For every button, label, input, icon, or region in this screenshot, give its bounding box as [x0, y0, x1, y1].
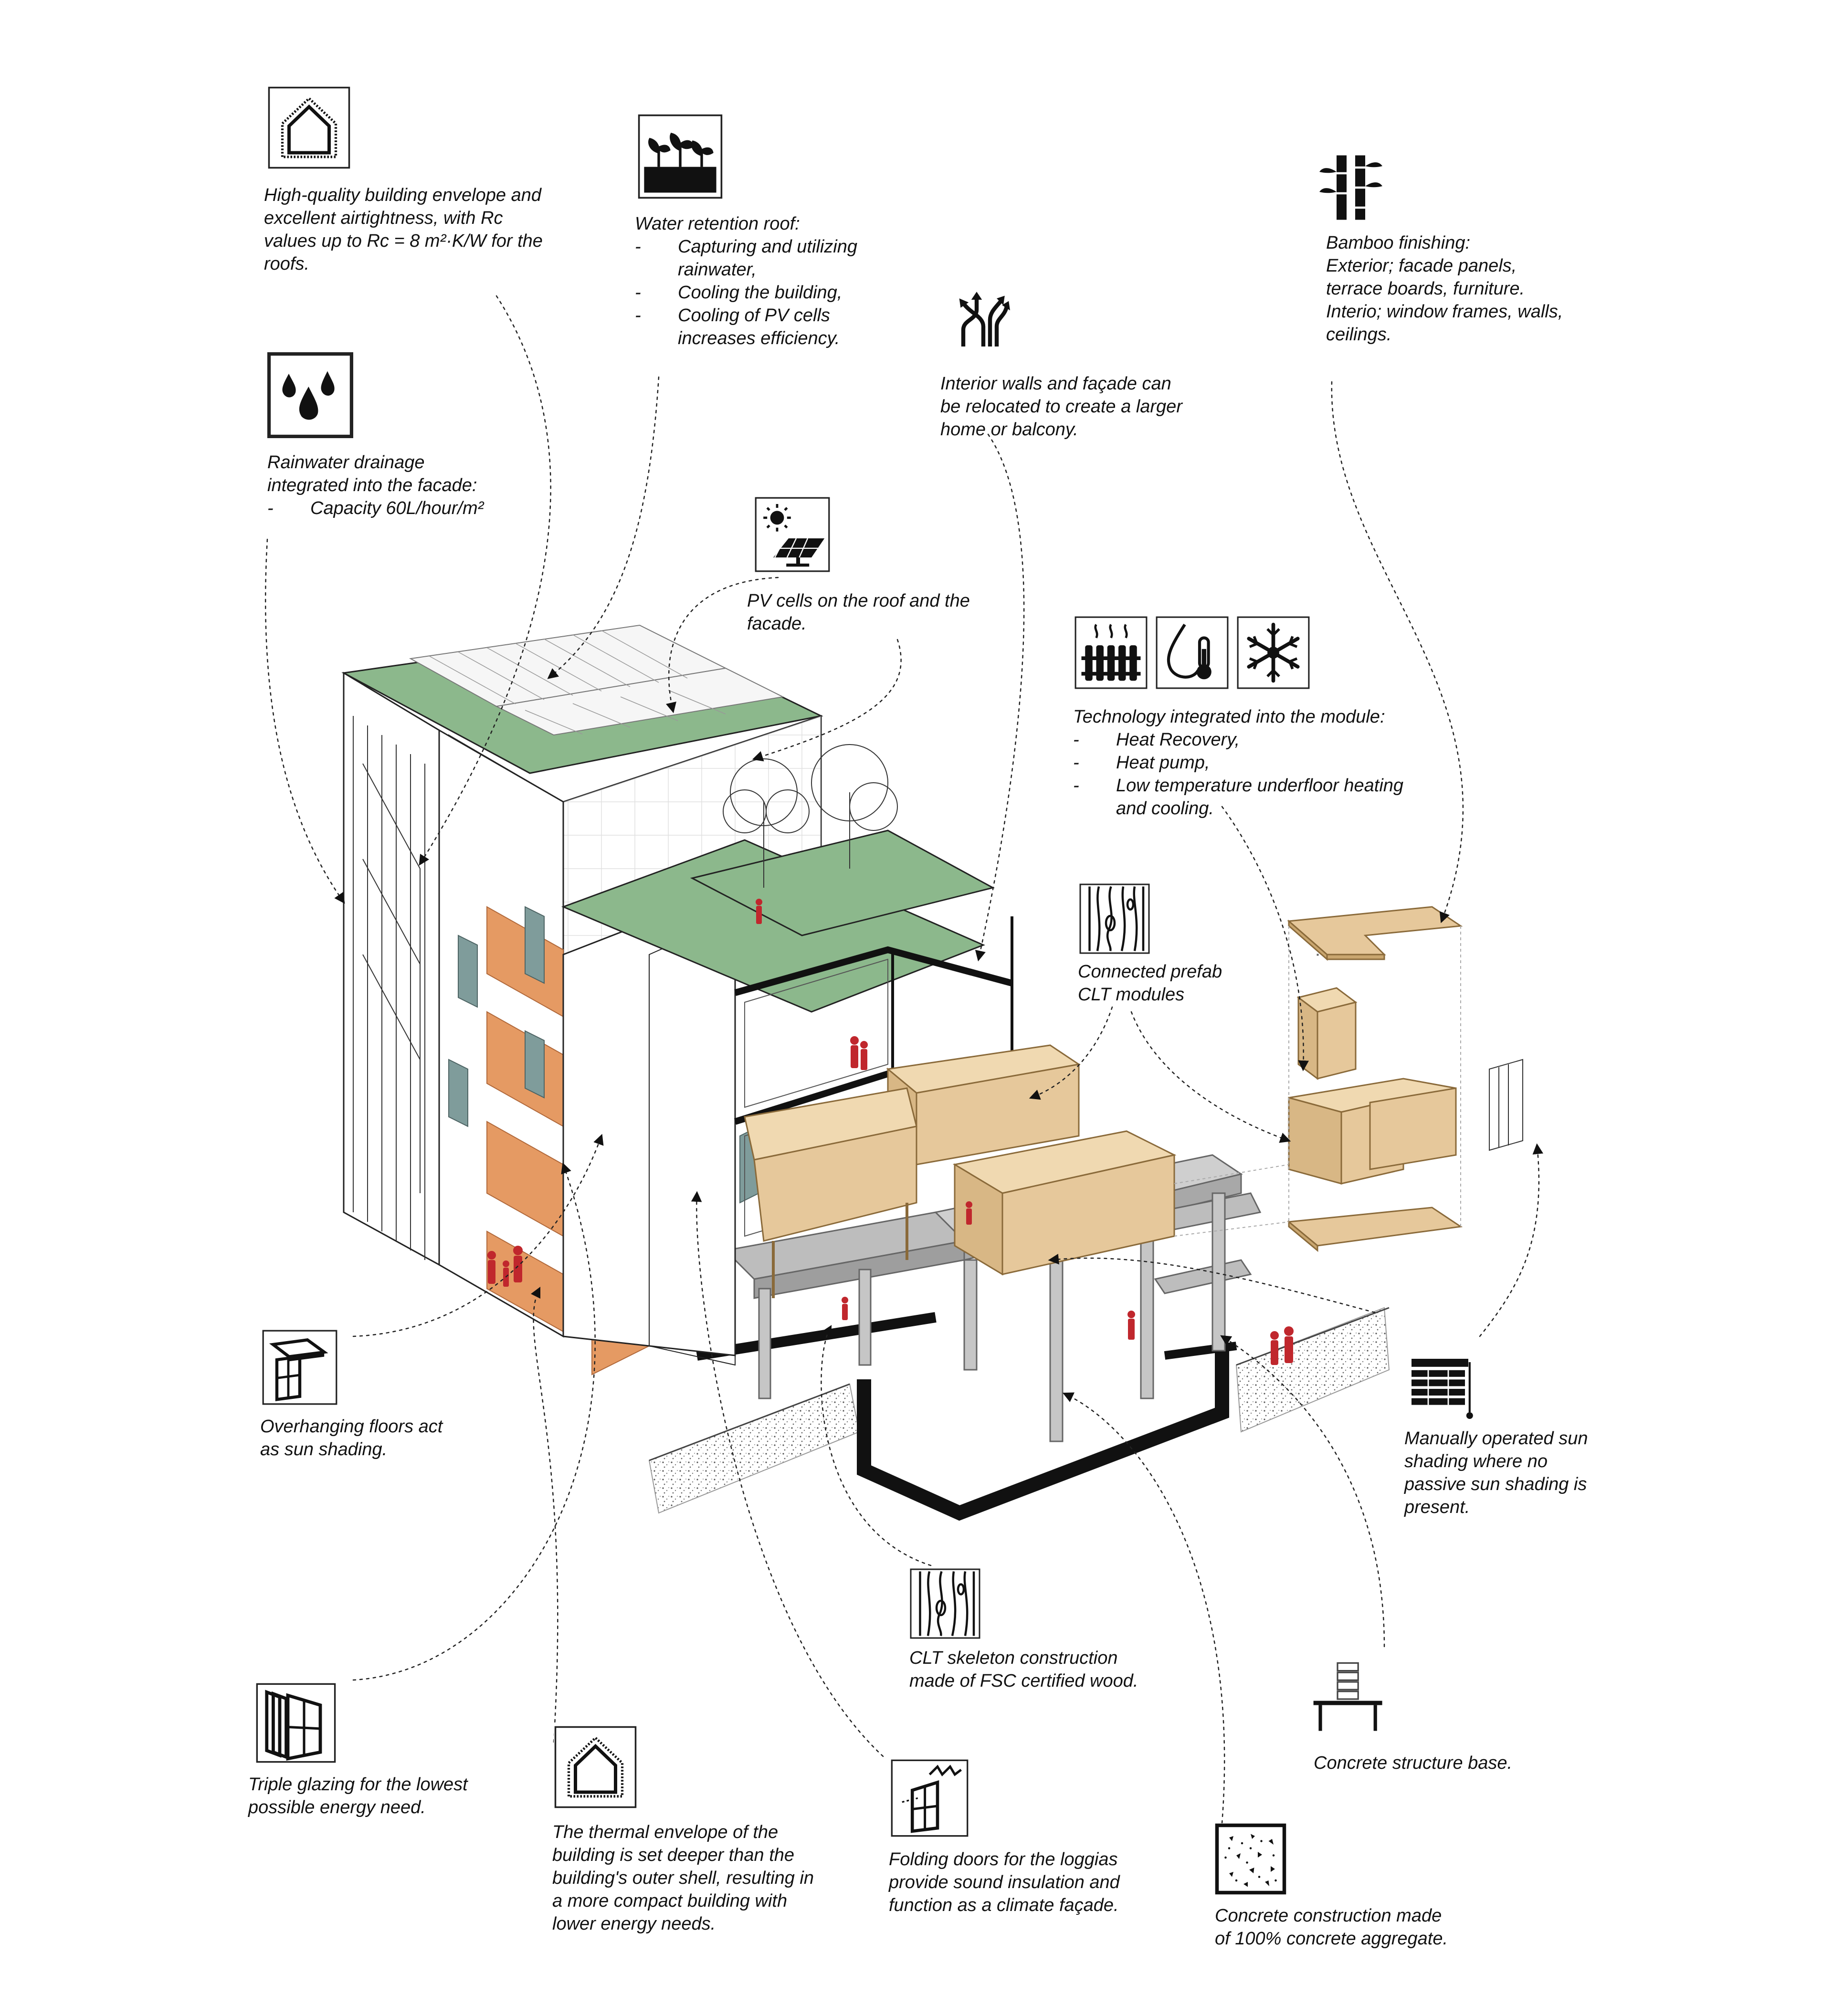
concrete-aggregate-icon — [1215, 1823, 1286, 1895]
caption-overhang: Overhanging floors act as sun shading. — [260, 1417, 443, 1460]
ground-section — [648, 1307, 1390, 1514]
snowflake-icon — [1236, 616, 1310, 690]
caption-folding-doors: Folding doors for the loggias provide so… — [889, 1849, 1120, 1915]
solar-panel-icon — [754, 496, 831, 573]
caption-concrete-aggregate: Concrete construction made of 100% concr… — [1215, 1906, 1448, 1949]
caption-envelope-top: High-quality building envelope and excel… — [264, 185, 543, 274]
caption-water-roof: Water retention roof: -Capturing and uti… — [635, 214, 858, 348]
clt-modules-installed — [744, 1044, 1177, 1298]
caption-manual-shading: Manually operated sun shading where no p… — [1404, 1428, 1588, 1517]
concrete-base-icon — [1303, 1656, 1389, 1742]
caption-triple-glazing: Triple glazing for the lowest possible e… — [248, 1774, 468, 1817]
folding-door-icon — [890, 1759, 969, 1838]
relocate-arrows-icon — [950, 286, 1017, 353]
house-envelope-icon — [554, 1725, 637, 1809]
caption-technology: Technology integrated into the module: -… — [1073, 707, 1404, 819]
green-roof-plants-icon — [637, 114, 723, 200]
overhang-shading-icon — [262, 1329, 338, 1406]
tree — [723, 744, 898, 888]
blinds-icon — [1408, 1355, 1475, 1422]
caption-pv: PV cells on the roof and the facade. — [747, 591, 970, 634]
wood-grain-icon — [1079, 883, 1150, 955]
house-envelope-icon — [267, 86, 351, 169]
caption-clt-skeleton: CLT skeleton construction made of FSC ce… — [909, 1648, 1138, 1691]
people-figures — [487, 899, 1294, 1365]
leader-lines — [264, 295, 1543, 1824]
water-drops-icon — [267, 352, 353, 438]
caption-thermal-envelope: The thermal envelope of the building is … — [552, 1822, 814, 1934]
wood-grain-icon — [909, 1568, 981, 1639]
caption-interior-walls: Interior walls and façade can be relocat… — [940, 374, 1182, 440]
caption-clt-modules: Connected prefab CLT modules — [1078, 962, 1222, 1005]
bamboo-icon — [1315, 152, 1387, 223]
caption-concrete-base: Concrete structure base. — [1314, 1753, 1513, 1773]
thermometer-drop-icon — [1155, 616, 1229, 690]
radiator-icon — [1074, 616, 1148, 690]
caption-rainwater: Rainwater drainage integrated into the f… — [267, 452, 484, 518]
exploded-clt-module — [1174, 906, 1523, 1252]
triple-glazing-icon — [255, 1682, 337, 1764]
roof-pv-panels — [409, 624, 785, 736]
caption-bamboo: Bamboo finishing: Exterior; facade panel… — [1326, 233, 1563, 345]
